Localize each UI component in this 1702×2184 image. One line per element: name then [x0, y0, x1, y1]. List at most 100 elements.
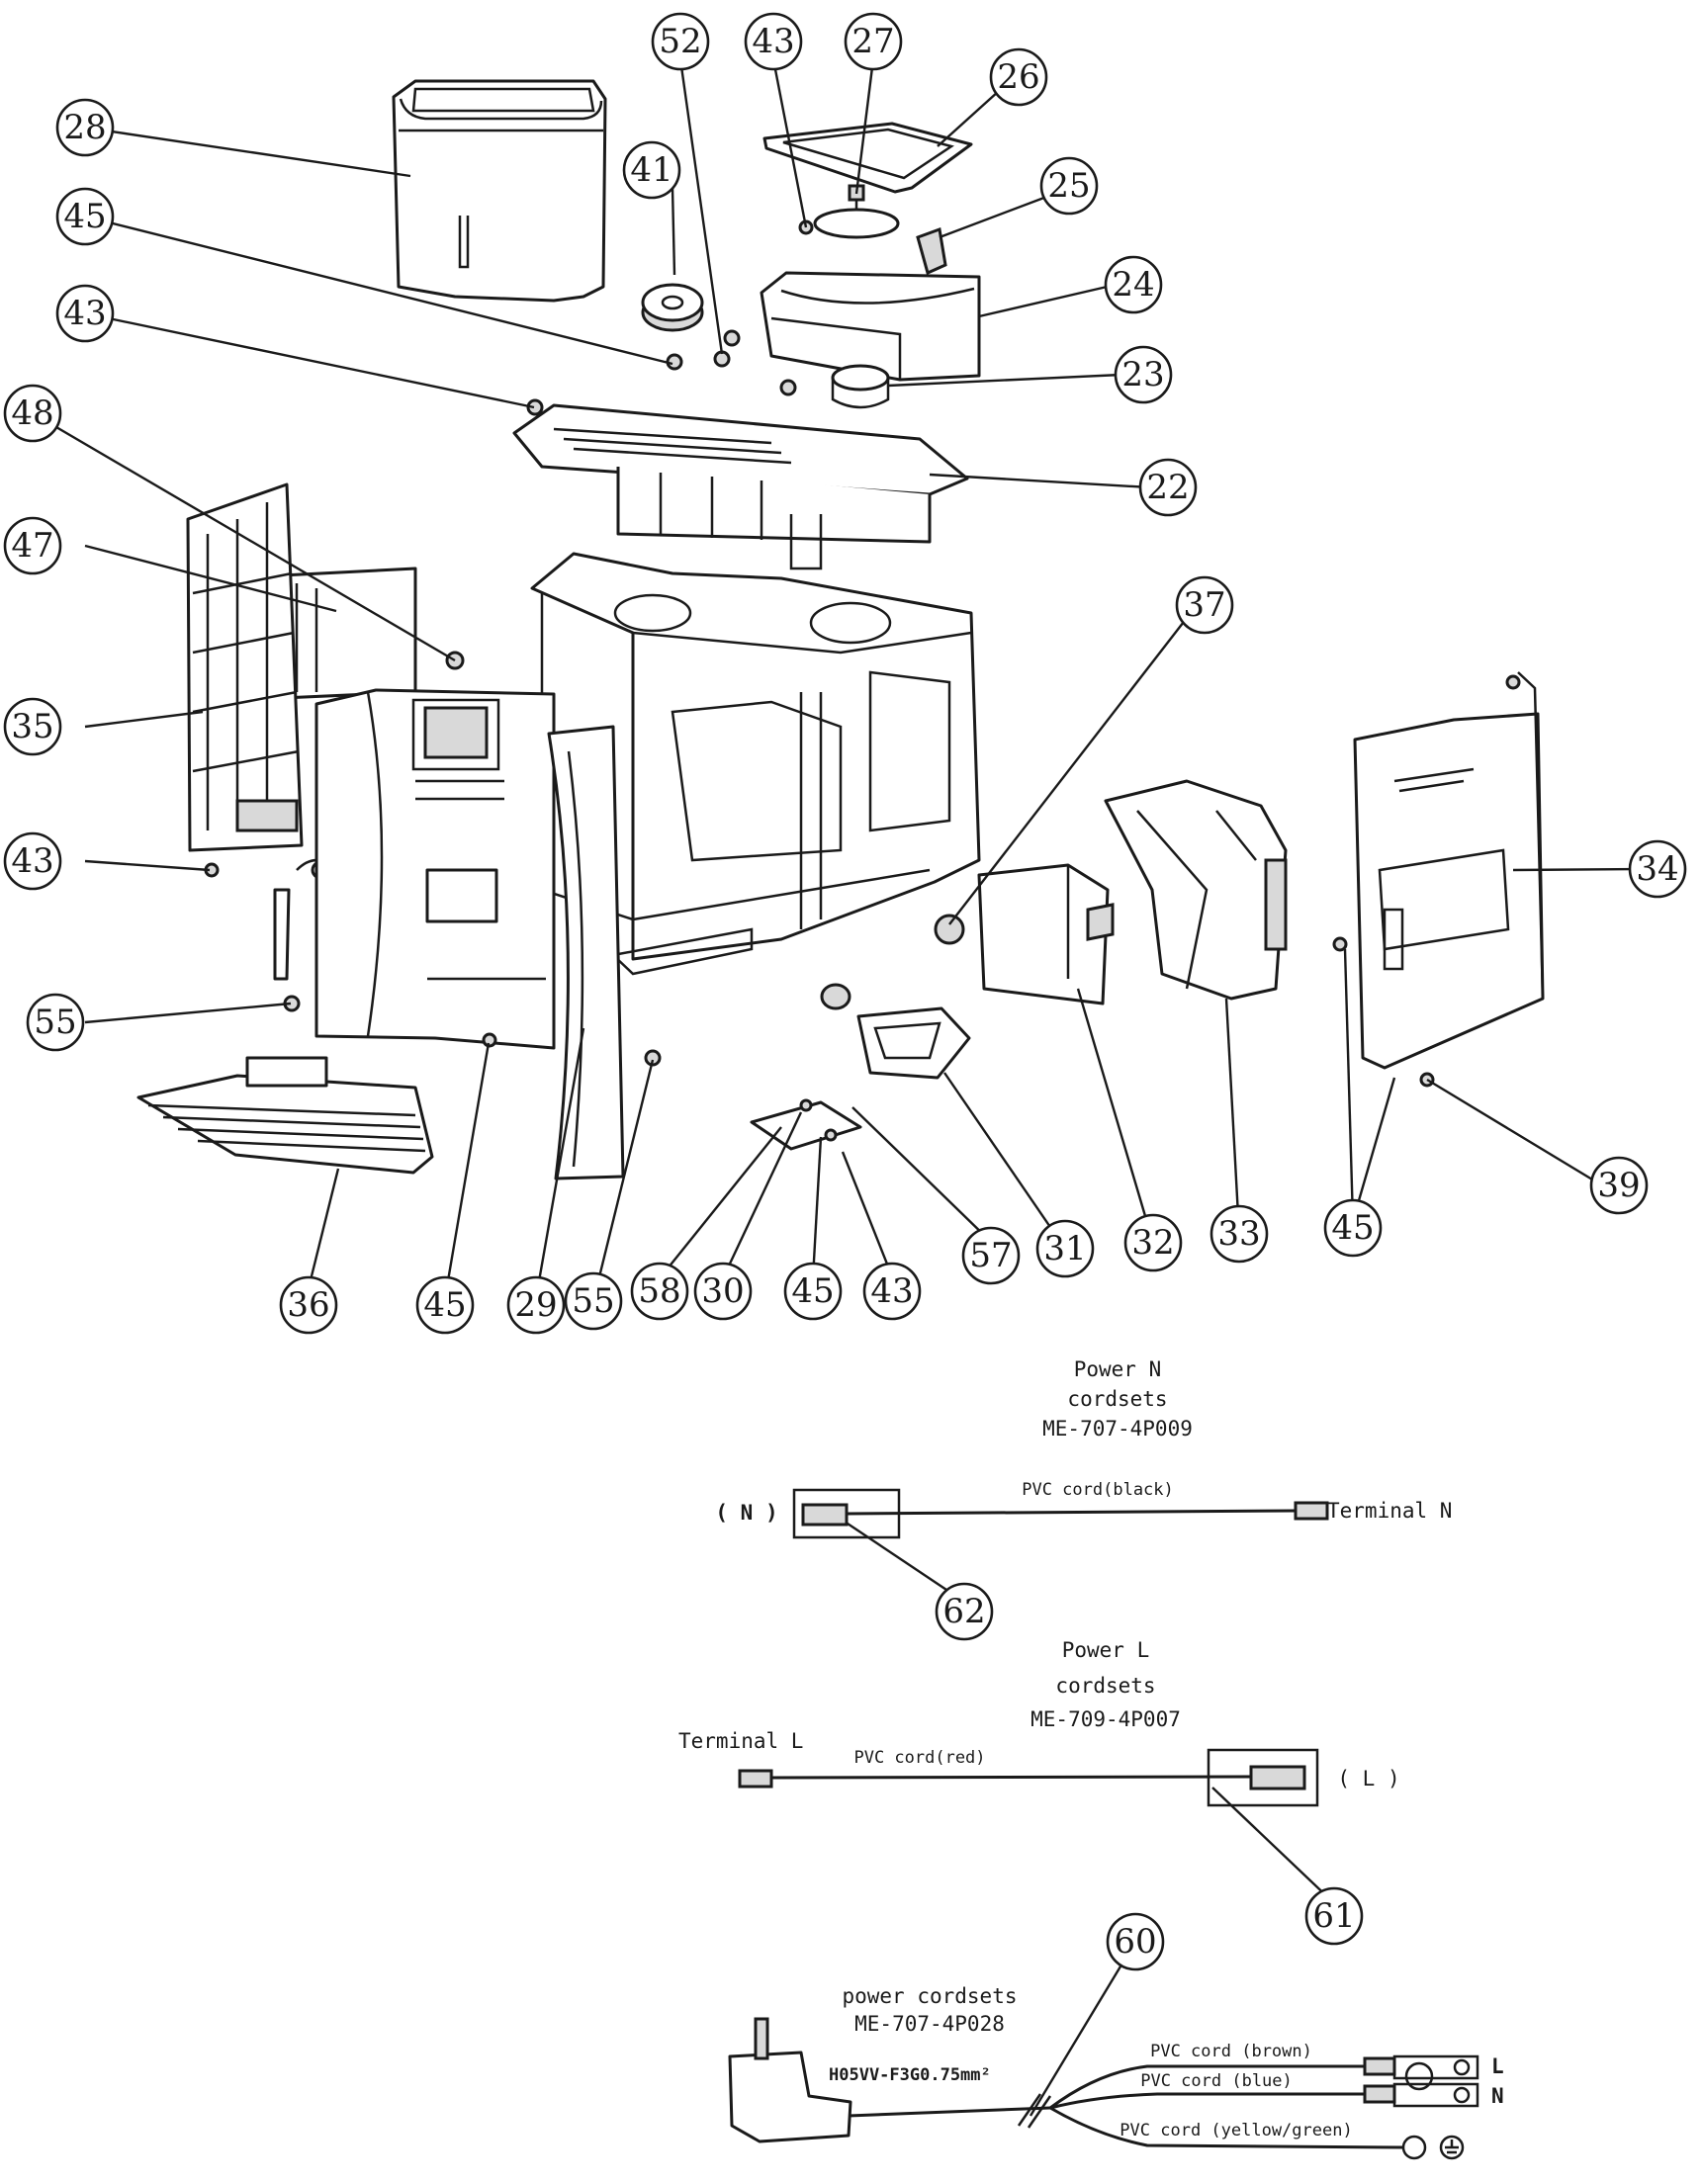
- part-water-tray-module: [977, 863, 1115, 1005]
- callout-61: 61: [1304, 1886, 1364, 1946]
- cord-brown-label: PVC cord (brown): [1150, 2042, 1312, 2061]
- callout-number: 28: [63, 108, 106, 147]
- part-mesh-panel: [186, 482, 304, 852]
- cordset-main-title-2: ME-707-4P028: [854, 2012, 1005, 2036]
- callout-45: 45: [415, 1275, 475, 1335]
- callout-43: 43: [55, 284, 115, 343]
- callout-number: 39: [1597, 1166, 1640, 1205]
- callout-number: 57: [969, 1236, 1012, 1275]
- callout-number: 41: [630, 150, 672, 190]
- callout-number: 52: [659, 22, 701, 61]
- callout-number: 45: [63, 197, 106, 236]
- callout-number: 35: [11, 707, 53, 746]
- cordset-l-title-1: Power L: [1062, 1638, 1150, 1662]
- callout-circle: [989, 47, 1048, 107]
- callout-number: 55: [572, 1281, 614, 1321]
- callout-number: 27: [851, 22, 894, 61]
- callout-circle: [1589, 1156, 1649, 1215]
- callout-29: 29: [506, 1275, 566, 1335]
- callout-26: 26: [989, 47, 1048, 107]
- callout-number: 30: [701, 1271, 744, 1311]
- part-small-plate: [750, 1098, 862, 1151]
- callout-55: 55: [26, 993, 85, 1052]
- callout-circle: [935, 1582, 994, 1641]
- part-screws: [204, 219, 1521, 1088]
- callout-52: 52: [651, 12, 710, 71]
- cordset-l-connector-box: [1207, 1748, 1319, 1807]
- callout-number: 55: [34, 1003, 76, 1042]
- callout-28: 28: [55, 98, 115, 157]
- callout-number: 43: [870, 1271, 913, 1311]
- callout-circle: [1138, 458, 1198, 517]
- callout-number: 47: [11, 526, 53, 566]
- callout-circle: [783, 1262, 843, 1321]
- callout-27: 27: [844, 12, 903, 71]
- callout-circle: [1304, 1886, 1364, 1946]
- callout-number: 26: [997, 57, 1039, 97]
- callout-circle: [3, 831, 62, 891]
- callout-24: 24: [1104, 255, 1163, 314]
- callout-circle: [55, 98, 115, 157]
- callout-33: 33: [1209, 1204, 1269, 1264]
- wire-yellow-green: [1049, 2106, 1405, 2149]
- callout-23: 23: [1114, 345, 1173, 404]
- cordset-n: Power N cordsets ME-707-4P009 ( N ) PVC …: [715, 1357, 1452, 1539]
- cordset-n-wire: [846, 1509, 1297, 1516]
- callout-circle: [3, 516, 62, 575]
- callout-number: 48: [11, 393, 53, 433]
- callout-circle: [844, 12, 903, 71]
- part-top-cover: [512, 403, 969, 570]
- part-side-cover: [1353, 671, 1545, 1070]
- callout-circle: [1114, 345, 1173, 404]
- callout-37: 37: [1175, 575, 1234, 635]
- callout-circle: [415, 1275, 475, 1335]
- part-grounds-bin: [820, 983, 971, 1080]
- callout-55: 55: [564, 1271, 623, 1331]
- callout-number: 33: [1217, 1214, 1260, 1254]
- cordset-l-title-2: cordsets: [1055, 1674, 1155, 1698]
- callout-43: 43: [862, 1262, 922, 1321]
- cord-blue-label: PVC cord (blue): [1140, 2071, 1293, 2091]
- part-grinder-top: [813, 184, 900, 239]
- callout-number: 61: [1312, 1896, 1355, 1936]
- part-side-frame: [280, 567, 417, 700]
- callout-45: 45: [783, 1262, 843, 1321]
- cordset-l-cord-label: PVC cord(red): [853, 1748, 985, 1768]
- cordset-main-title-1: power cordsets: [842, 1984, 1017, 2008]
- callout-circle: [693, 1262, 753, 1321]
- lug-brown-hole: [1453, 2058, 1471, 2076]
- cord-yg-label: PVC cord (yellow/green): [1120, 2121, 1352, 2140]
- callout-32: 32: [1123, 1213, 1183, 1272]
- callout-number: 25: [1047, 166, 1090, 206]
- leader-lines: [32, 58, 1639, 2117]
- callout-circle: [506, 1275, 566, 1335]
- callout-number: 58: [638, 1271, 680, 1311]
- cordset-l-terminal-label: Terminal L: [678, 1729, 803, 1753]
- callout-circle: [1039, 156, 1099, 216]
- part-front-panel: [314, 688, 556, 1050]
- callout-41: 41: [622, 140, 681, 200]
- callout-circle: [1323, 1198, 1383, 1258]
- callout-number: 43: [752, 22, 794, 61]
- callout-circle: [26, 993, 85, 1052]
- cable-break: [1017, 2093, 1052, 2129]
- callout-circle: [564, 1271, 623, 1331]
- callout-60: 60: [1106, 1912, 1165, 1971]
- plug-pin: [754, 2017, 769, 2060]
- callout-circle: [55, 187, 115, 246]
- main-cable: [848, 2106, 1051, 2118]
- callout-circle: [3, 384, 62, 443]
- part-front-side-trim: [547, 725, 625, 1180]
- part-foot-37: [934, 914, 965, 945]
- callout-circle: [3, 697, 62, 756]
- callout-number: 36: [287, 1285, 329, 1325]
- callout-number: 37: [1183, 585, 1225, 625]
- callout-circle: [279, 1275, 338, 1335]
- callout-45: 45: [1323, 1198, 1383, 1258]
- callout-43: 43: [744, 12, 803, 71]
- callout-number: 60: [1114, 1922, 1156, 1962]
- callout-circle: [1628, 839, 1687, 899]
- callout-31: 31: [1035, 1219, 1095, 1278]
